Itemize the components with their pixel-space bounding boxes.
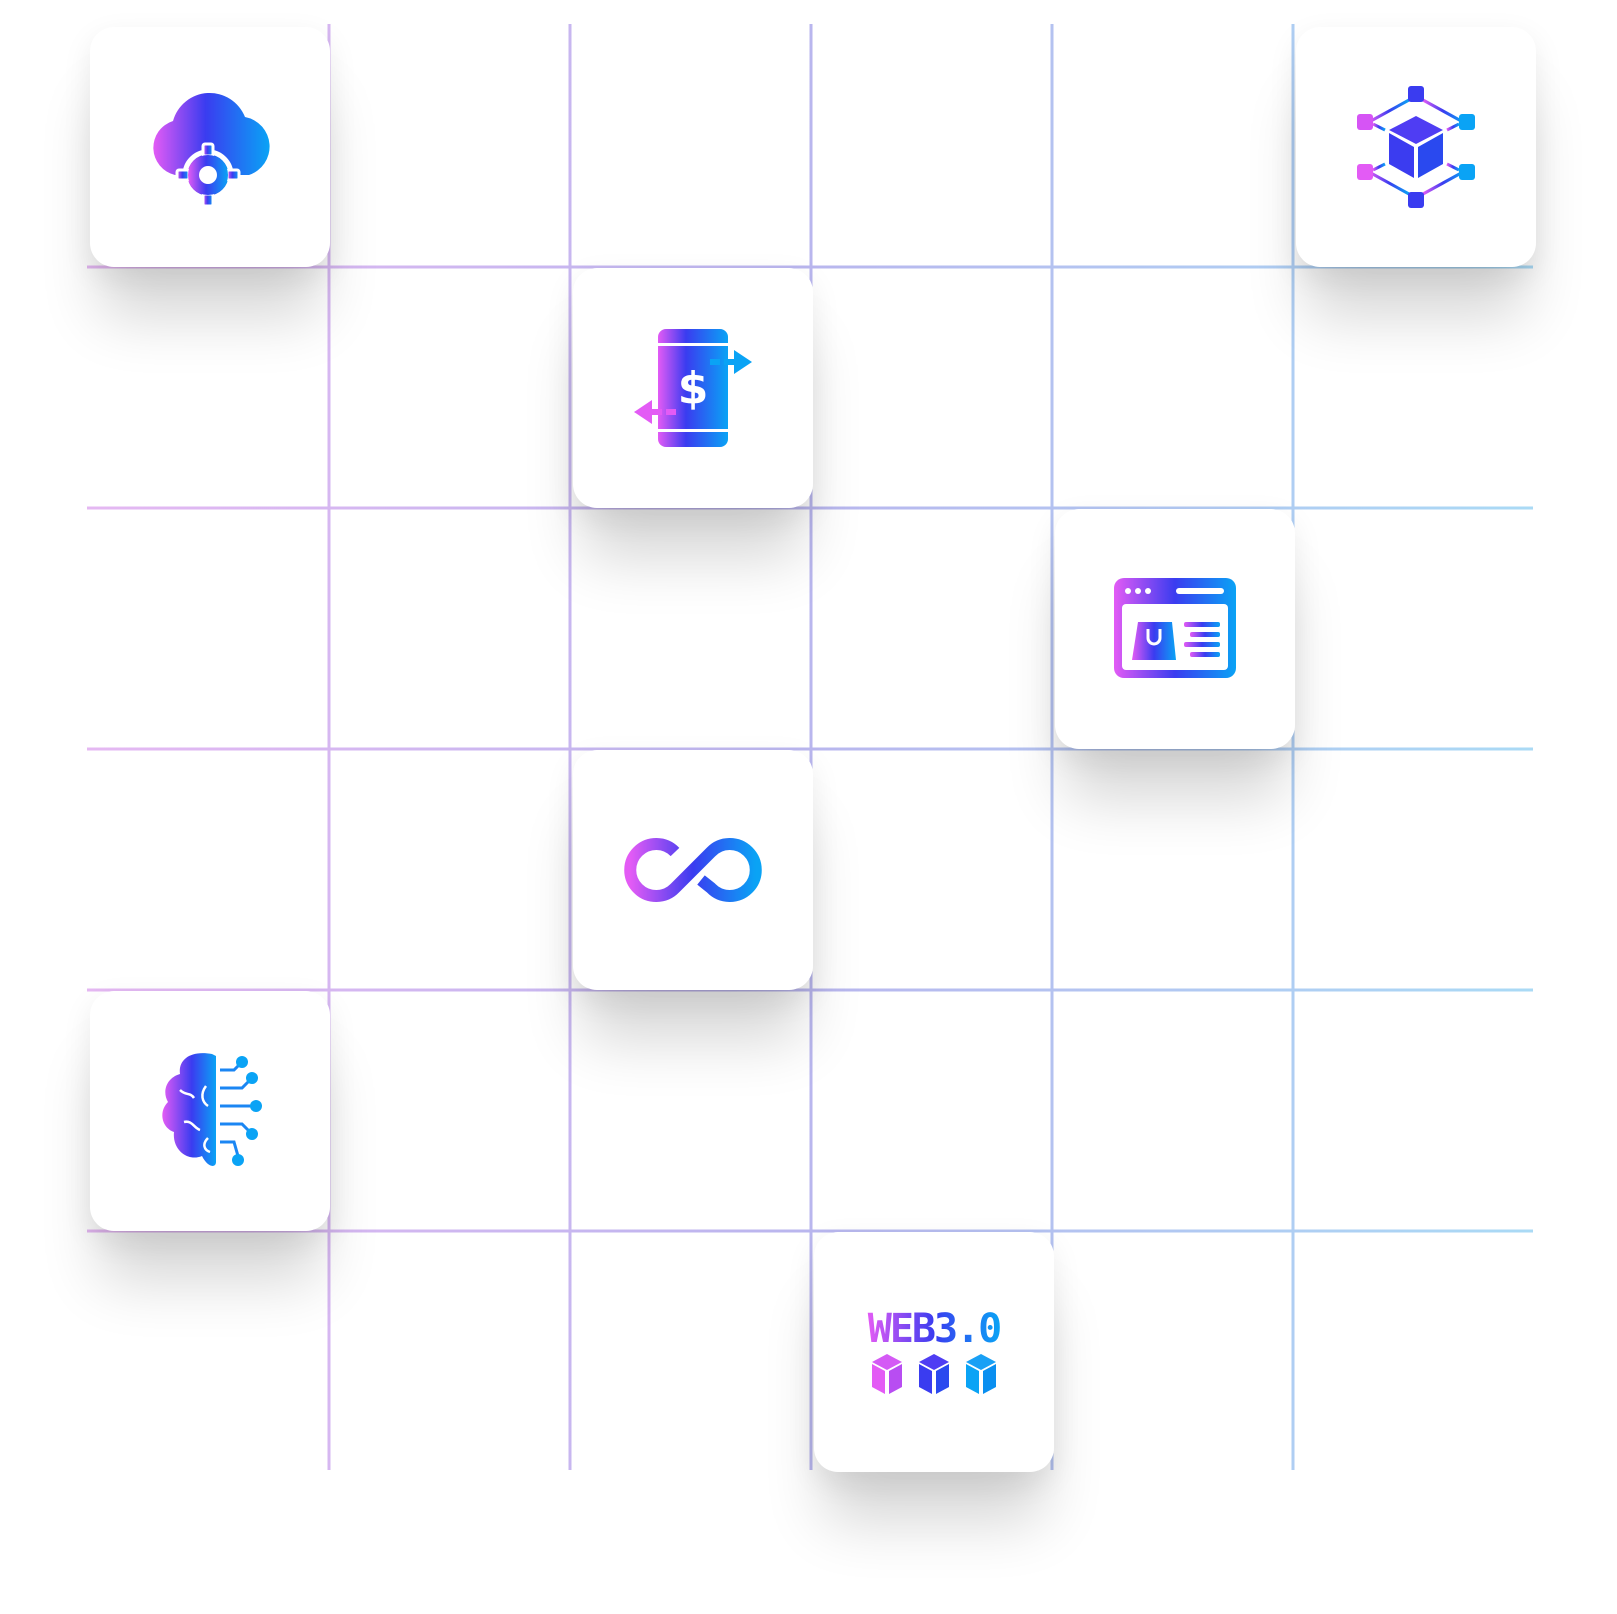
web3-label: WEB3.0 (868, 1306, 1001, 1352)
online-shop-browser-icon (1114, 578, 1236, 678)
infinity-loop-icon (624, 838, 762, 902)
web3-blocks-icon: WEB3.0 (868, 1306, 1002, 1394)
tile-ai-brain[interactable] (90, 991, 330, 1231)
tile-web3[interactable]: WEB3.0 (814, 1232, 1054, 1472)
tile-blockchain[interactable] (1296, 27, 1536, 267)
ai-brain-circuit-icon (162, 1053, 262, 1166)
tile-mobile-payment[interactable]: $ (573, 268, 813, 508)
tile-ecommerce[interactable] (1055, 509, 1295, 749)
tile-infinity[interactable] (573, 750, 813, 990)
mobile-payment-transfer-icon: $ (634, 329, 752, 447)
tile-cloud-settings[interactable] (90, 27, 330, 267)
svg-text:$: $ (678, 363, 709, 414)
blockchain-cube-network-icon (1357, 86, 1475, 208)
cloud-gear-icon (153, 92, 270, 207)
